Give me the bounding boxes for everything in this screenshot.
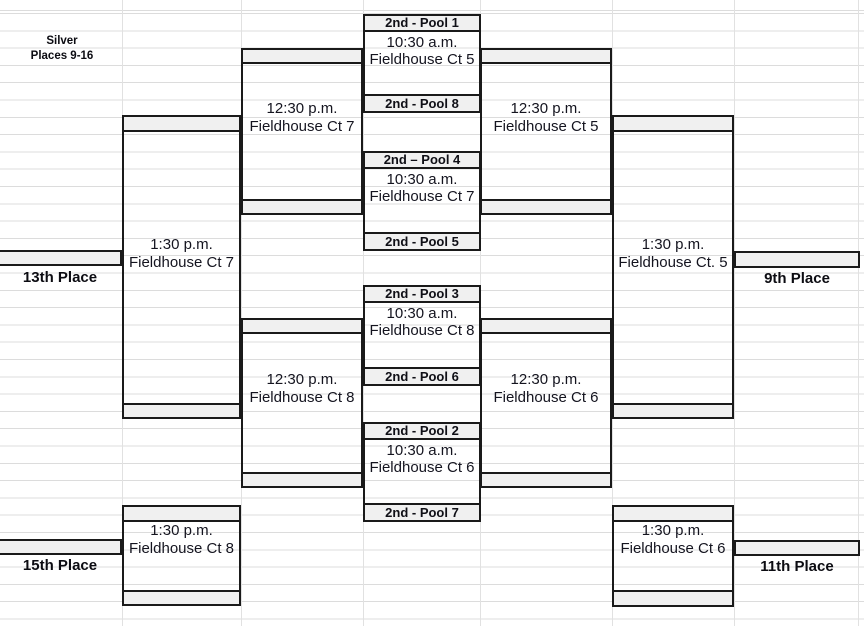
game-court: Fieldhouse Ct 6 [369,459,475,476]
place-slot-9th [734,251,860,268]
game-time-court: 10:30 a.m. Fieldhouse Ct 5 [365,32,479,68]
game-time: 10:30 a.m. [386,442,458,459]
team-slot-bottom: 2nd - Pool 6 [365,367,479,384]
team-slot-top: 2nd - Pool 1 [365,16,479,32]
team-slot-bottom: 2nd - Pool 8 [365,94,479,111]
place-label-13th: 13th Place [22,269,98,286]
place-label-11th: 11th Place [760,558,834,575]
qf-game-box-1: 2nd - Pool 1 10:30 a.m. Fieldhouse Ct 5 … [363,14,481,113]
advancement-slot [612,505,734,522]
game-time-court: 10:30 a.m. Fieldhouse Ct 8 [365,303,479,339]
game-time: 1:30 p.m. [150,236,213,253]
advancement-slot [480,472,612,488]
bracket-connector [480,48,612,215]
advancement-slot [122,115,241,132]
bracket-connector [241,48,363,215]
game-time: 10:30 a.m. [386,171,458,188]
place-slot-13th [0,250,122,266]
gridline-vertical [241,0,242,626]
game-court: Fieldhouse Ct 7 [249,118,355,135]
bracket-connector [612,505,734,607]
qf-game-box-4: 2nd - Pool 2 10:30 a.m. Fieldhouse Ct 6 … [363,422,481,522]
game-court: Fieldhouse Ct 8 [369,322,475,339]
game-court: Fieldhouse Ct. 5 [618,254,728,271]
bracket-connector [241,318,363,488]
place-slot-15th [0,539,122,555]
bracket-connector [612,115,734,419]
bracket-title-line1: Silver [46,35,78,47]
bracket-connector [122,505,241,606]
game-court: Fieldhouse Ct 7 [128,254,235,271]
gridline-vertical [734,0,735,626]
game-time: 12:30 p.m. [510,100,582,117]
place-label-9th: 9th Place [764,270,830,287]
game-time-court: 10:30 a.m. Fieldhouse Ct 6 [365,440,479,476]
game-court: Fieldhouse Ct 8 [128,540,235,557]
game-court: Fieldhouse Ct 5 [493,118,599,135]
game-court: Fieldhouse Ct 6 [620,540,726,557]
advancement-slot [122,505,241,522]
game-time-court: 1:30 p.m. Fieldhouse Ct. 5 [612,236,734,272]
qf-game-box-2: 2nd – Pool 4 10:30 a.m. Fieldhouse Ct 7 … [363,151,481,251]
team-slot-top: 2nd - Pool 2 [365,424,479,440]
advancement-slot [241,199,363,215]
game-time: 1:30 p.m. [641,522,705,539]
game-court: Fieldhouse Ct 5 [369,51,475,68]
advancement-slot [480,199,612,215]
team-slot-bottom: 2nd - Pool 7 [365,503,479,520]
gridline-vertical [858,0,859,626]
game-time-court: 10:30 a.m. Fieldhouse Ct 7 [365,169,479,205]
place-slot-11th [734,540,860,556]
game-time-court: 12:30 p.m. Fieldhouse Ct 5 [480,100,612,136]
advancement-slot [241,48,363,64]
game-time: 10:30 a.m. [386,305,458,322]
place-label-15th: 15th Place [22,557,98,574]
advancement-slot [241,472,363,488]
advancement-slot [241,318,363,334]
advancement-slot [480,318,612,334]
game-time-court: 12:30 p.m. Fieldhouse Ct 6 [480,371,612,407]
game-time-court: 12:30 p.m. Fieldhouse Ct 7 [241,100,363,136]
game-time-court: 1:30 p.m. Fieldhouse Ct 6 [612,522,734,558]
qf-game-box-3: 2nd - Pool 3 10:30 a.m. Fieldhouse Ct 8 … [363,285,481,386]
advancement-slot [612,403,734,419]
team-slot-top: 2nd - Pool 3 [365,287,479,303]
game-court: Fieldhouse Ct 8 [249,389,355,406]
game-time: 12:30 p.m. [266,100,338,117]
game-time-court: 12:30 p.m. Fieldhouse Ct 8 [241,371,363,407]
game-court: Fieldhouse Ct 7 [369,188,475,205]
advancement-slot [612,590,734,607]
game-time-court: 1:30 p.m. Fieldhouse Ct 7 [122,236,241,272]
game-time: 1:30 p.m. [641,236,705,253]
game-time: 1:30 p.m. [150,522,213,539]
game-time: 12:30 p.m. [266,371,338,388]
game-time: 12:30 p.m. [510,371,582,388]
bracket-connector [122,115,241,419]
game-time-court: 1:30 p.m. Fieldhouse Ct 8 [122,522,241,558]
advancement-slot [122,403,241,419]
bracket-title-line2: Places 9-16 [30,50,94,62]
team-slot-top: 2nd – Pool 4 [365,153,479,169]
advancement-slot [480,48,612,64]
advancement-slot [612,115,734,132]
advancement-slot [122,590,241,606]
bracket-connector [480,318,612,488]
game-court: Fieldhouse Ct 6 [493,389,599,406]
game-time: 10:30 a.m. [386,34,458,51]
team-slot-bottom: 2nd - Pool 5 [365,232,479,249]
bracket-title: Silver Places 9-16 [2,34,122,64]
